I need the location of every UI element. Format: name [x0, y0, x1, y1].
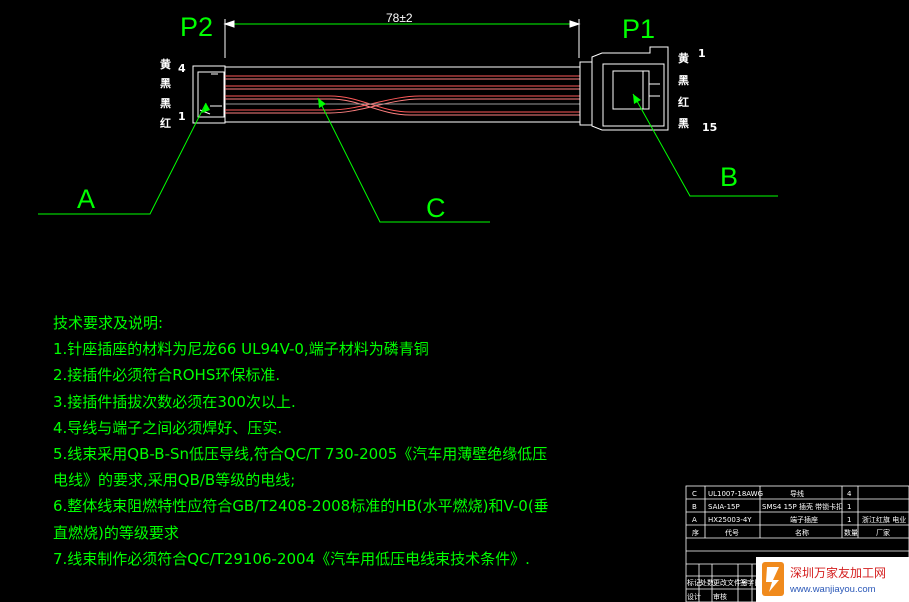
svg-text:浙江红旗 电业: 浙江红旗 电业	[862, 515, 906, 524]
svg-text:HX25003-4Y: HX25003-4Y	[708, 516, 752, 524]
svg-text:处数: 处数	[700, 578, 714, 587]
dimension-length	[223, 19, 581, 58]
wire-bundle	[225, 66, 580, 123]
svg-text:A: A	[692, 516, 697, 524]
p1-pin-color: 黄	[678, 51, 689, 65]
p1-pin-color: 红	[678, 95, 689, 109]
leader-a	[38, 102, 207, 215]
leader-b	[632, 93, 778, 197]
svg-text:4: 4	[847, 490, 852, 498]
svg-text:标记: 标记	[687, 578, 701, 587]
connector-p2	[192, 65, 226, 124]
technical-notes: 技术要求及说明: 1.针座插座的材料为尼龙66 UL94V-0,端子材料为磷青铜…	[53, 310, 653, 572]
svg-text:更改文件号: 更改文件号	[713, 578, 748, 587]
svg-text:导线: 导线	[790, 489, 804, 498]
p2-pin-number: 1	[178, 110, 186, 123]
svg-text:UL1007-18AWG: UL1007-18AWG	[708, 490, 763, 498]
svg-text:审核: 审核	[713, 592, 727, 601]
note-line: 7.线束制作必须符合QC/T29106-2004《汽车用低压电线束技术条件》.	[53, 549, 530, 568]
note-line: 1.针座插座的材料为尼龙66 UL94V-0,端子材料为磷青铜	[53, 340, 429, 359]
note-line: 5.线束采用QB-B-Sn低压导线,符合QC/T 730-2005《汽车用薄壁绝…	[53, 444, 548, 463]
note-line: 2.接插件必须符合ROHS环保标准.	[53, 366, 281, 385]
p1-pin-number: 15	[702, 121, 717, 134]
label-b: B	[720, 162, 738, 192]
p2-pin-color: 红	[160, 116, 171, 130]
leader-c	[317, 97, 490, 223]
watermark: 深圳万家友加工网 www.wanjiayou.com	[756, 557, 909, 602]
watermark-title: 深圳万家友加工网	[790, 565, 886, 580]
p2-pin-number: 4	[178, 62, 186, 75]
watermark-url: www.wanjiayou.com	[789, 584, 876, 595]
svg-text:数量: 数量	[844, 528, 858, 537]
p1-pin-color: 黑	[678, 74, 689, 87]
svg-text:C: C	[692, 490, 697, 498]
label-c: C	[426, 193, 446, 223]
svg-text:代号: 代号	[725, 528, 739, 537]
p1-pin-labels: 黄 黑 红 黑 1 15	[678, 47, 717, 134]
note-line: 3.接插件插拔次数必须在300次以上.	[53, 392, 296, 411]
svg-text:签字: 签字	[740, 578, 754, 587]
svg-text:设计: 设计	[687, 592, 701, 601]
note-line: 4.导线与端子之间必须焊好、压实.	[53, 418, 283, 437]
svg-text:1: 1	[847, 516, 851, 524]
svg-text:名称: 名称	[795, 528, 809, 537]
dimension-value: 78±2	[386, 11, 413, 25]
leader-lines	[38, 93, 778, 223]
svg-text:SMS4 15P 插壳 带锁卡扣: SMS4 15P 插壳 带锁卡扣	[762, 502, 843, 511]
svg-text:B: B	[692, 503, 697, 511]
note-line: 电线》的要求,采用QB/B等级的电线;	[53, 471, 296, 490]
svg-text:序: 序	[692, 528, 699, 537]
note-line: 6.整体线束阻燃特性应符合GB/T2408-2008标准的HB(水平燃烧)和V-…	[53, 497, 549, 516]
svg-text:端子插座: 端子插座	[790, 515, 818, 524]
label-p2: P2	[180, 12, 213, 42]
svg-text:SAIA-15P: SAIA-15P	[708, 503, 740, 511]
p2-pin-labels: 黄 黑 黑 红 4 1	[160, 57, 186, 130]
svg-text:厂家: 厂家	[876, 528, 890, 537]
p1-pin-number: 1	[698, 47, 706, 60]
note-line: 直燃烧)的等级要求	[53, 523, 179, 542]
p2-pin-color: 黄	[160, 57, 171, 71]
p2-pin-color: 黑	[160, 77, 171, 90]
label-p1: P1	[622, 14, 655, 44]
title-block-text: C UL1007-18AWG 导线 4 B SAIA-15P SMS4 15P …	[687, 489, 906, 601]
p2-pin-color: 黑	[160, 97, 171, 110]
notes-title: 技术要求及说明:	[53, 314, 164, 332]
p1-pin-color: 黑	[678, 117, 689, 130]
svg-text:1: 1	[847, 503, 851, 511]
label-a: A	[77, 184, 95, 214]
connector-p1	[579, 46, 669, 131]
